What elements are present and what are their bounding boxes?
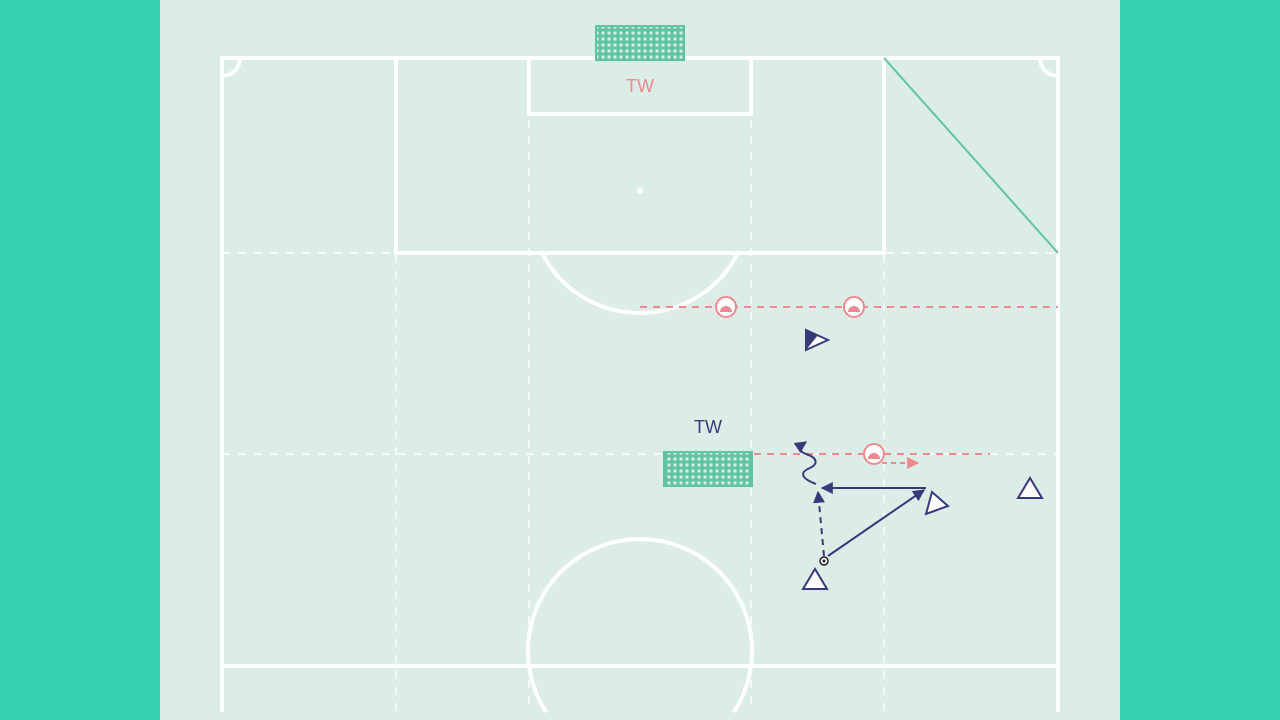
defender-circle-player-icon bbox=[715, 296, 737, 318]
mini-goalkeeper-label: TW bbox=[694, 417, 722, 437]
corner-arc-left bbox=[221, 57, 242, 78]
defender-circle-player-icon bbox=[843, 296, 865, 318]
attacker-triangle-player-icon bbox=[805, 328, 831, 352]
pass-to-wing-arrow bbox=[827, 489, 925, 557]
attacker-triangle-player-icon bbox=[924, 490, 950, 516]
top-goalkeeper-label: TW bbox=[626, 76, 654, 96]
pitch-lines bbox=[220, 56, 1060, 714]
attacker-triangle-player-icon bbox=[1016, 476, 1044, 499]
ball-icon bbox=[819, 556, 829, 566]
mini-goal-net-icon bbox=[663, 451, 753, 487]
diagonal-marker-line bbox=[883, 57, 1059, 254]
pitch-surface bbox=[160, 0, 1120, 720]
attacker-triangle-player-icon bbox=[801, 567, 829, 590]
top-goal-net-icon bbox=[595, 25, 685, 61]
defender-circle-player-icon bbox=[863, 443, 885, 465]
center-circle bbox=[526, 537, 754, 714]
penalty-arc bbox=[540, 252, 740, 316]
dribble-wavy-arrow bbox=[793, 441, 817, 485]
attacking-paths bbox=[793, 441, 926, 557]
penalty-spot bbox=[637, 188, 643, 194]
corner-arc-right bbox=[1038, 57, 1059, 78]
